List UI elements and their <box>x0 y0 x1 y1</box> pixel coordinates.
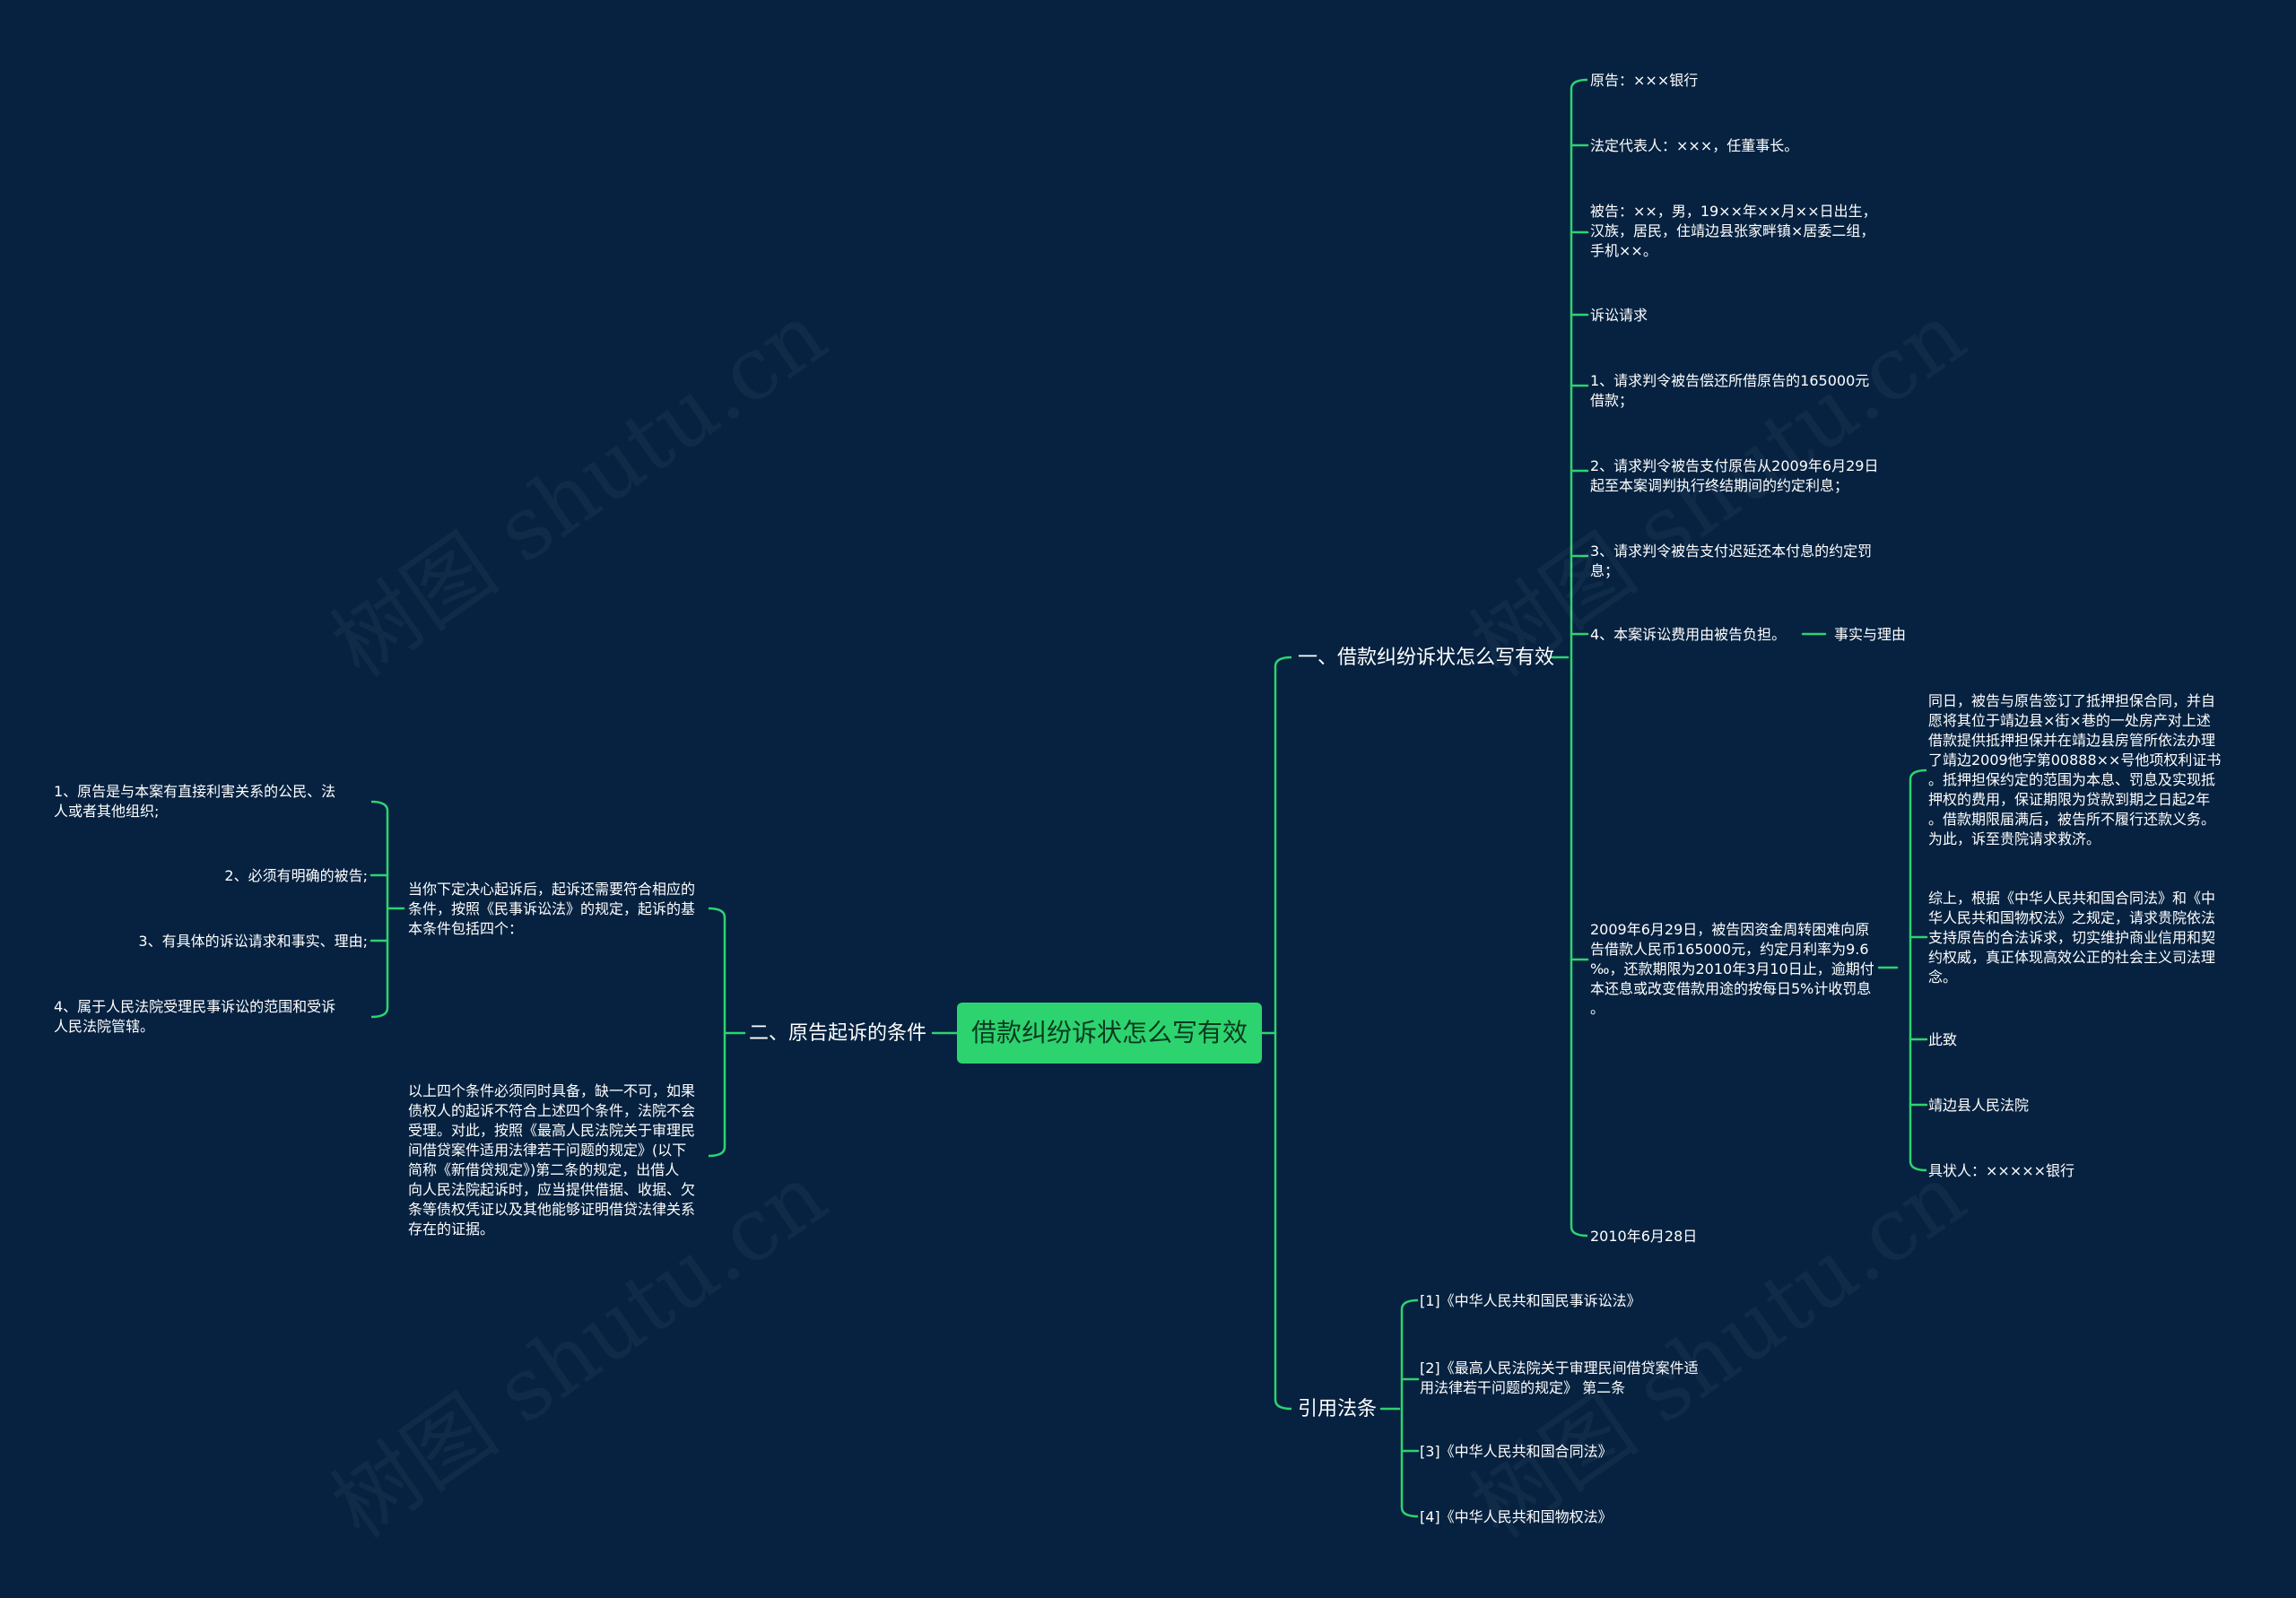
leaf-claims-heading[interactable]: 诉讼请求 <box>1590 307 1648 324</box>
leaf-condition-1[interactable]: 1、原告是与本案有直接利害关系的公民、法 人或者其他组织; <box>54 783 336 820</box>
branch-node-references[interactable]: 引用法条 <box>1298 1398 1378 1420</box>
leaf-condition-2[interactable]: 2、必须有明确的被告; <box>224 867 368 884</box>
branch-node-conditions[interactable]: 二、原告起诉的条件 <box>749 1022 927 1045</box>
leaf-claim-3[interactable]: 3、请求判令被告支付迟延还本付息的约定罚 息； <box>1590 543 1873 579</box>
subleaf-summary[interactable]: 综上，根据《中华人民共和国合同法》和《中 华人民共和国物权法》之规定，请求贵院依… <box>1928 890 2216 986</box>
leaf-conditions-note[interactable]: 以上四个条件必须同时具备，缺一不可，如果 债权人的起诉不符合上述四个条件，法院不… <box>408 1082 696 1238</box>
leaf-claim-2[interactable]: 2、请求判令被告支付原告从2009年6月29日 起至本案调判执行终结期间的约定利… <box>1590 457 1879 494</box>
subleaf-signer[interactable]: 具状人：×××××银行 <box>1928 1162 2075 1179</box>
leaf-fact-label[interactable]: 事实与理由 <box>1834 626 1907 643</box>
branch2-spine <box>708 907 726 1158</box>
leaf-plaintiff[interactable]: 原告：×××银行 <box>1590 72 1699 89</box>
leaf-date[interactable]: 2010年6月28日 <box>1590 1228 1698 1245</box>
facts-spine <box>1909 769 1927 1172</box>
leaf-condition-4[interactable]: 4、属于人民法院受理民事诉讼的范围和受诉 人民法院管辖。 <box>54 998 336 1035</box>
leaf-ref-4[interactable]: [4]《中华人民共和国物权法》 <box>1420 1508 1613 1525</box>
conditions-spine <box>370 800 389 1019</box>
leaf-ref-2[interactable]: [2]《最高人民法院关于审理民间借贷案件适 用法律若干问题的规定》 第二条 <box>1420 1359 1699 1396</box>
leaf-claim-1[interactable]: 1、请求判令被告偿还所借原告的165000元 借款； <box>1590 372 1870 409</box>
leaf-defendant[interactable]: 被告：××，男，19××年××月××日出生， 汉族，居民，住靖边县张家畔镇×居委… <box>1590 203 1877 259</box>
leaf-loan-facts[interactable]: 2009年6月29日，被告因资金周转困难向原 告借款人民币165000元，约定月… <box>1590 921 1874 1017</box>
branch1-spine <box>1570 78 1588 1238</box>
leaf-condition-3[interactable]: 3、有具体的诉讼请求和事实、理由; <box>138 933 368 950</box>
root-node[interactable]: 借款纠纷诉状怎么写有效 <box>957 1003 1262 1064</box>
subleaf-mortgage[interactable]: 同日，被告与原告签订了抵押担保合同，并自 愿将其位于靖边县×街×巷的一处房产对上… <box>1928 692 2222 847</box>
branch-node-how-to-write[interactable]: 一、借款纠纷诉状怎么写有效 <box>1298 647 1555 669</box>
right-spine <box>1274 656 1292 1411</box>
leaf-conditions-intro[interactable]: 当你下定决心起诉后，起诉还需要符合相应的 条件，按照《民事诉讼法》的规定，起诉的… <box>408 881 696 937</box>
leaf-claim-4[interactable]: 4、本案诉讼费用由被告负担。 <box>1590 626 1787 643</box>
branch3-spine <box>1400 1298 1419 1518</box>
leaf-ref-3[interactable]: [3]《中华人民共和国合同法》 <box>1420 1443 1613 1460</box>
subleaf-court[interactable]: 靖边县人民法院 <box>1928 1097 2030 1114</box>
leaf-ref-1[interactable]: [1]《中华人民共和国民事诉讼法》 <box>1420 1292 1641 1309</box>
leaf-legal-representative[interactable]: 法定代表人：×××，任董事长。 <box>1590 137 1799 154</box>
subleaf-respectfully[interactable]: 此致 <box>1928 1031 1958 1048</box>
